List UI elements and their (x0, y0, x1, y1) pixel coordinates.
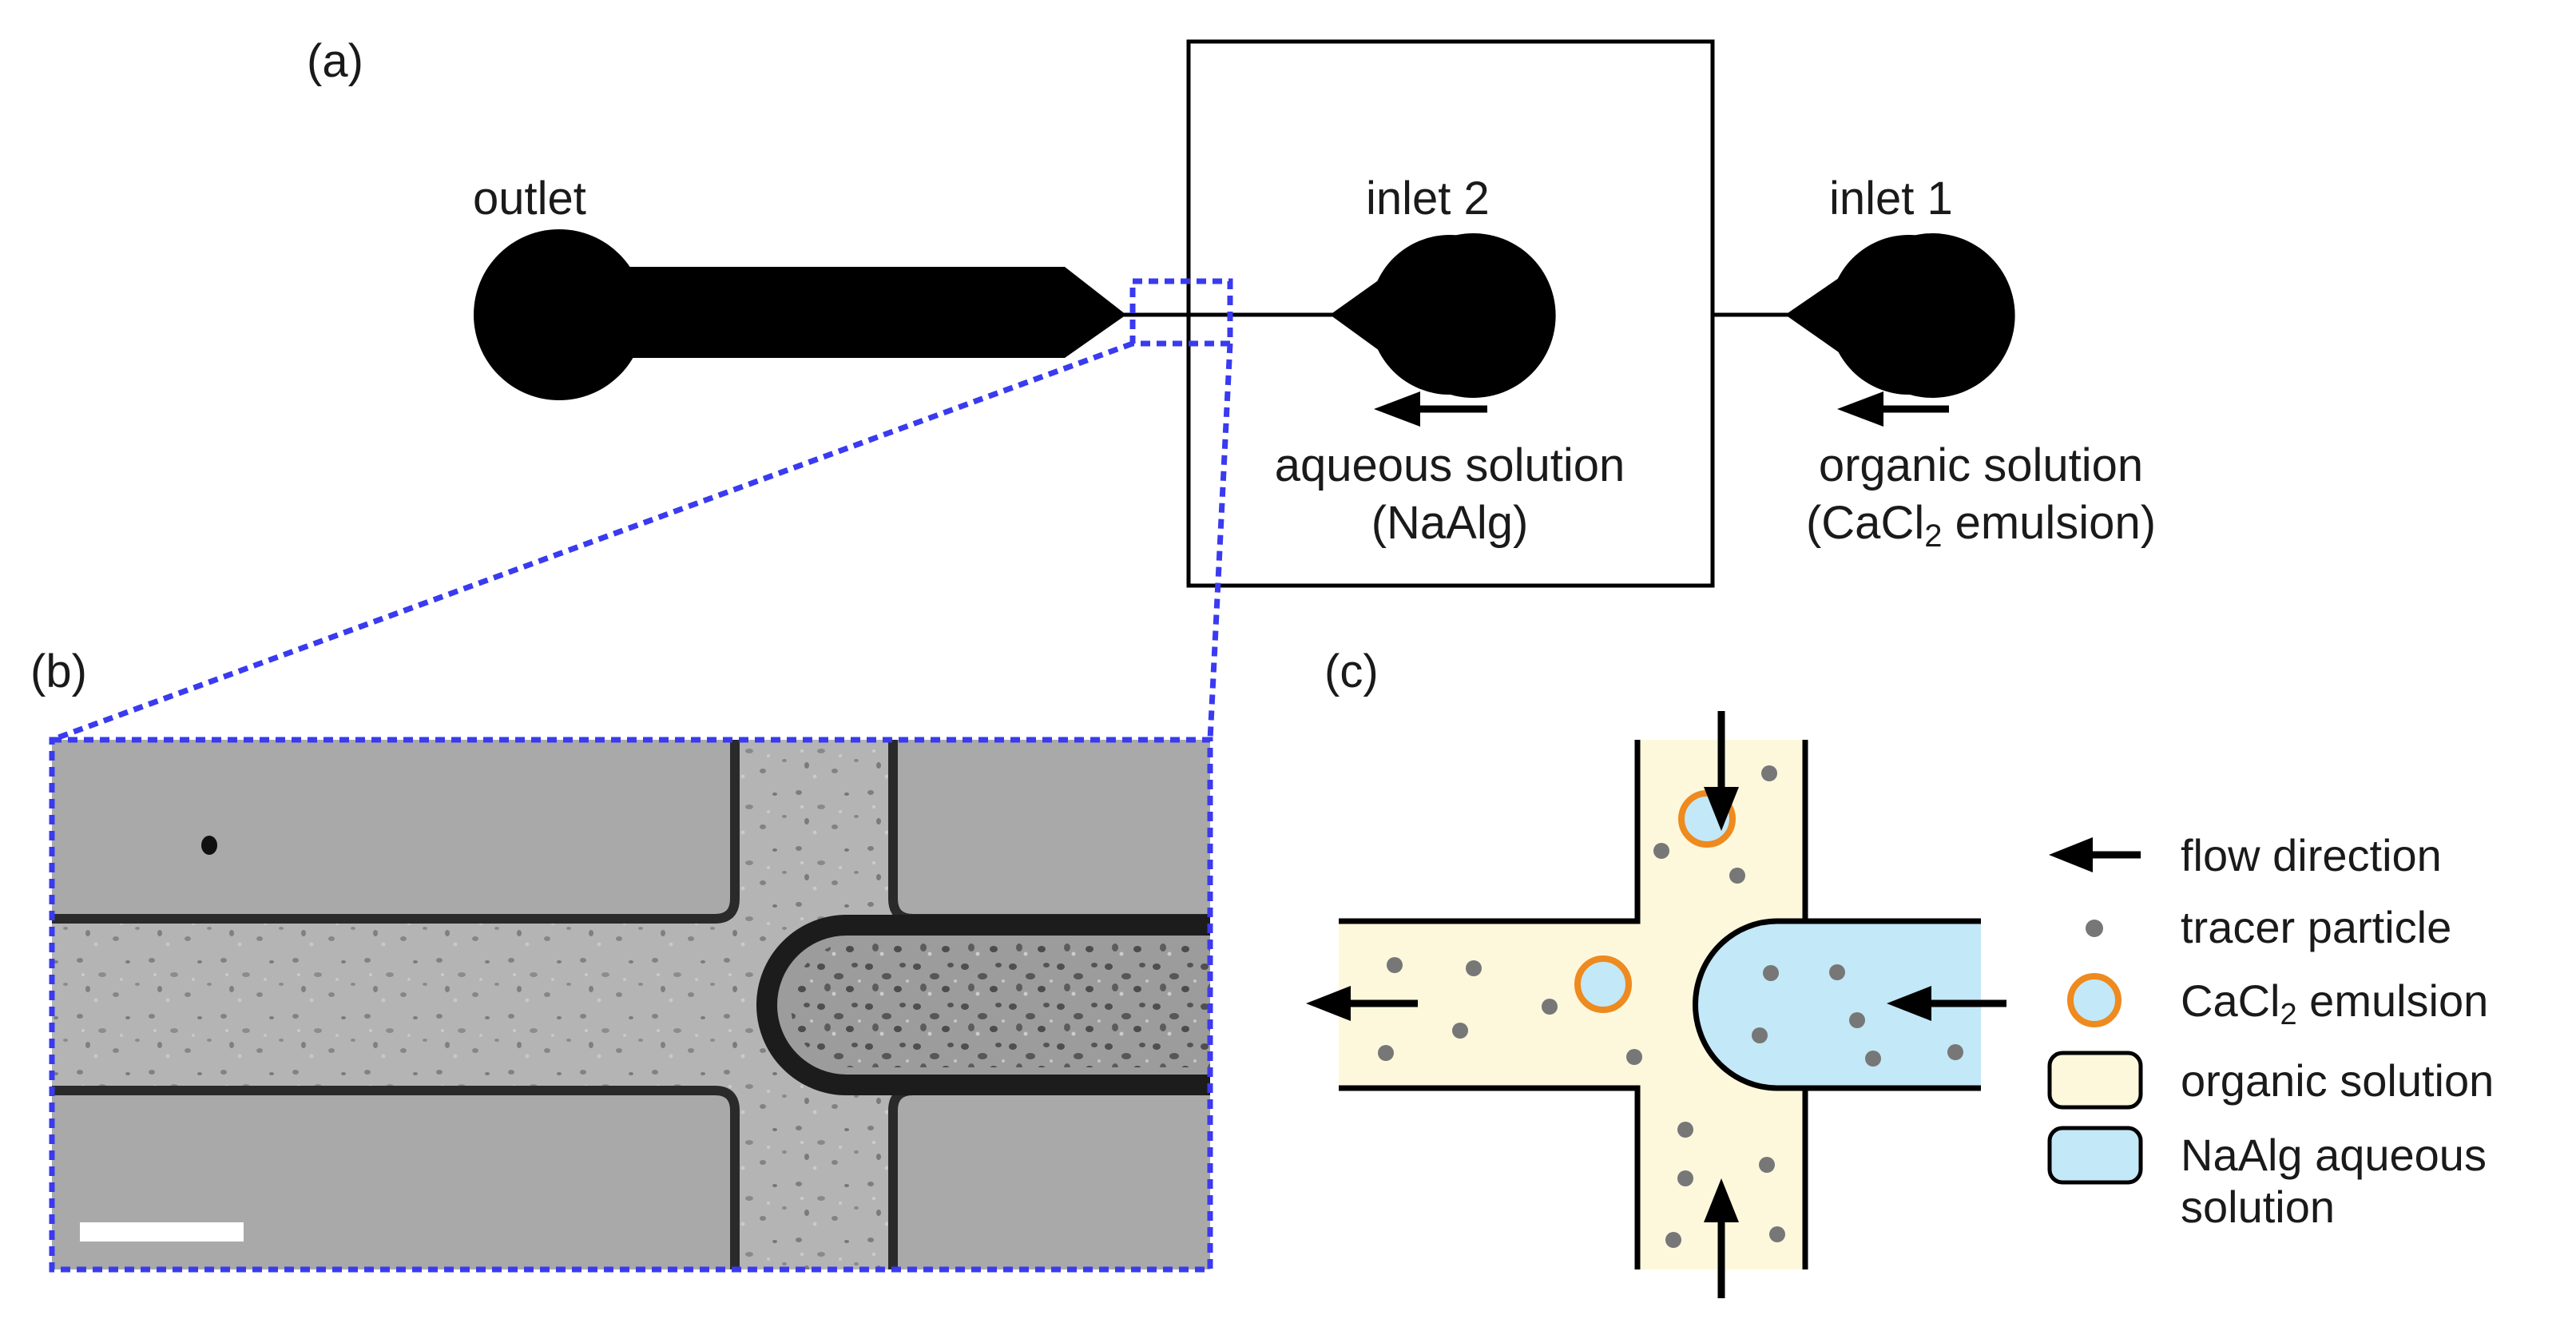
aqueous-sublabel: (NaAlg) (1371, 497, 1529, 549)
panel-a: (a) outlet inlet 2 inlet 1 (307, 35, 2156, 588)
emulsion-droplet (1574, 955, 1632, 1013)
tracer-particles (1378, 765, 1963, 1248)
inlet1-reservoir (1785, 233, 2015, 398)
panel-b: (b) (30, 646, 1213, 1273)
legend-tracer-label: tracer particle (2181, 902, 2451, 952)
panel-c: (c) (1306, 646, 2494, 1298)
inlet2-label: inlet 2 (1366, 173, 1490, 224)
flow-arrow-left-out (1306, 986, 1418, 1021)
legend-item-flow: flow direction (2049, 830, 2442, 880)
aqueous-label: aqueous solution (1275, 439, 1625, 491)
legend-emulsion-label: CaCl2 emulsion (2181, 975, 2488, 1031)
panel-a-label: (a) (307, 35, 363, 87)
zoom-connector-right (1207, 343, 1233, 741)
legend-naalg-label-1: NaAlg aqueous (2181, 1130, 2487, 1180)
interface-meniscus (1693, 918, 1805, 1091)
outlet-label: outlet (473, 173, 586, 224)
aqueous-region (1695, 921, 1981, 1088)
inlet1-label: inlet 1 (1829, 173, 1953, 224)
legend-naalg-label-2: solution (2181, 1182, 2335, 1232)
zoom-connector-left (50, 340, 1134, 743)
zoom-region-box (1129, 278, 1233, 347)
flow-arrow-inlet2 (1374, 391, 1487, 427)
legend-item-tracer: tracer particle (2086, 902, 2451, 952)
micrograph-frame (49, 737, 1213, 1273)
panel-c-label: (c) (1324, 646, 1379, 697)
inlet2-reservoir (1330, 233, 1556, 398)
inlet2-box (1186, 39, 1715, 588)
legend-item-naalg: NaAlg aqueous solution (2047, 1126, 2487, 1232)
scale-bar (80, 1222, 244, 1242)
legend: flow direction tracer particle CaCl2 emu… (2047, 830, 2494, 1232)
flow-arrow-top (1704, 711, 1739, 831)
flow-arrow-right-in (1887, 986, 2006, 1021)
flow-arrow-inlet1 (1837, 391, 1949, 427)
panel-b-label: (b) (30, 646, 87, 697)
legend-organic-label: organic solution (2181, 1055, 2494, 1106)
organic-region (1339, 740, 1981, 1269)
legend-flow-label: flow direction (2181, 830, 2442, 880)
legend-item-emulsion: CaCl2 emulsion (2067, 973, 2488, 1031)
legend-item-organic: organic solution (2047, 1051, 2494, 1110)
outlet-reservoir (474, 229, 1126, 400)
micrograph (52, 740, 1210, 1269)
organic-label: organic solution (1819, 439, 2143, 491)
flow-arrow-bottom (1704, 1178, 1739, 1298)
organic-sublabel: (CaCl2 emulsion) (1806, 497, 2156, 554)
